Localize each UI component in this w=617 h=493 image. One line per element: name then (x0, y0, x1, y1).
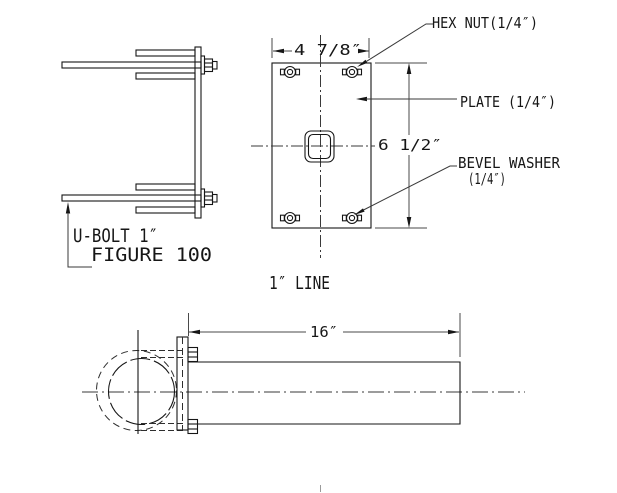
pipe-side-view (82, 313, 525, 435)
dimension-pipe-length (188, 313, 461, 357)
center-square-hole-outer (304, 130, 335, 163)
hex-nut-top-right (341, 65, 363, 79)
hex-nut-side-top (200, 55, 218, 75)
nut-body (203, 58, 214, 73)
bevel-washer-leader-line (363, 165, 457, 211)
bevel-washer-callout-size: (1/4″) (468, 170, 506, 188)
hex-nut-leader-arrow (357, 59, 368, 67)
bevel-washer-callout: BEVEL WASHER (458, 154, 561, 172)
line-size-note: 1″ LINE (269, 273, 330, 294)
figure-note: FIGURE 100 (91, 244, 212, 266)
hex-nut-top-left (279, 65, 301, 79)
bolt-end (211, 193, 218, 203)
nut-body (187, 346, 199, 363)
saddle-bar (135, 183, 196, 191)
dim-arrow-left (189, 329, 200, 335)
dim-arrow-right (358, 48, 369, 54)
dimension-plate-height (375, 62, 427, 229)
hex-nut-bottom-left (279, 211, 301, 225)
dim-arrow-up (406, 63, 412, 74)
u-bolt-rod-top (61, 61, 202, 69)
hex-nut-callout: HEX NUT(1/4″) (432, 14, 538, 32)
washer-tab (357, 214, 363, 222)
plate-leader-arrow (356, 96, 367, 102)
dim-arrow-right (448, 329, 459, 335)
nut-body (203, 191, 214, 206)
nut-circle (283, 211, 297, 225)
bevel-washer-leader-arrow (354, 208, 365, 215)
bolt-circle (286, 214, 294, 222)
nut-circle (283, 65, 297, 79)
annotations: HEX NUT(1/4″) PLATE (1/4″) BEVEL WASHER … (73, 14, 561, 341)
saddle-bar (135, 206, 196, 214)
plate-height-dim-text: 6 1/2″ (378, 136, 442, 154)
bolt-circle (348, 68, 356, 76)
washer-tab (341, 214, 347, 222)
washer-tab (341, 68, 347, 76)
pipe-length-dim-text: 16″ (310, 323, 338, 341)
hex-nut-side-bottom (200, 188, 218, 208)
u-bolt-rod-bottom (61, 194, 202, 202)
washer-tab (279, 68, 285, 76)
saddle-bar (135, 49, 196, 57)
pipe-outline (188, 361, 461, 425)
bolt-circle (286, 68, 294, 76)
callout-leaders (354, 23, 457, 215)
pipe-outline-circle (107, 357, 176, 426)
hex-nut-leader-line (365, 23, 433, 63)
plate-front-view (251, 35, 427, 258)
bolt-circle (348, 214, 356, 222)
hex-nut-side-bottom (187, 418, 199, 435)
hex-nut-side-top (187, 346, 199, 363)
dim-arrow-down (406, 217, 412, 228)
washer-tab (357, 68, 363, 76)
plate-edge-view (194, 46, 202, 219)
saddle-bar (135, 72, 196, 80)
center-square-hole-inner (307, 133, 332, 160)
dimension-plate-width (271, 38, 370, 58)
bolt-end (211, 60, 218, 70)
washer-tab (295, 68, 301, 76)
u-bolt-leader-arrow (65, 202, 71, 214)
dim-arrow-left (273, 48, 284, 54)
u-bolt-leader-line (67, 213, 92, 268)
washer-tab (295, 214, 301, 222)
plate-width-dim-text: 4 7/8″ (294, 41, 362, 59)
hex-nut-bottom-right (341, 211, 363, 225)
u-bolt-note: U-BOLT 1″ (73, 225, 158, 247)
washer-tab (279, 214, 285, 222)
nut-body (187, 418, 199, 435)
u-bolt-side-view (61, 46, 218, 268)
plate-callout: PLATE (1/4″) (460, 93, 556, 111)
nut-circle (345, 65, 359, 79)
